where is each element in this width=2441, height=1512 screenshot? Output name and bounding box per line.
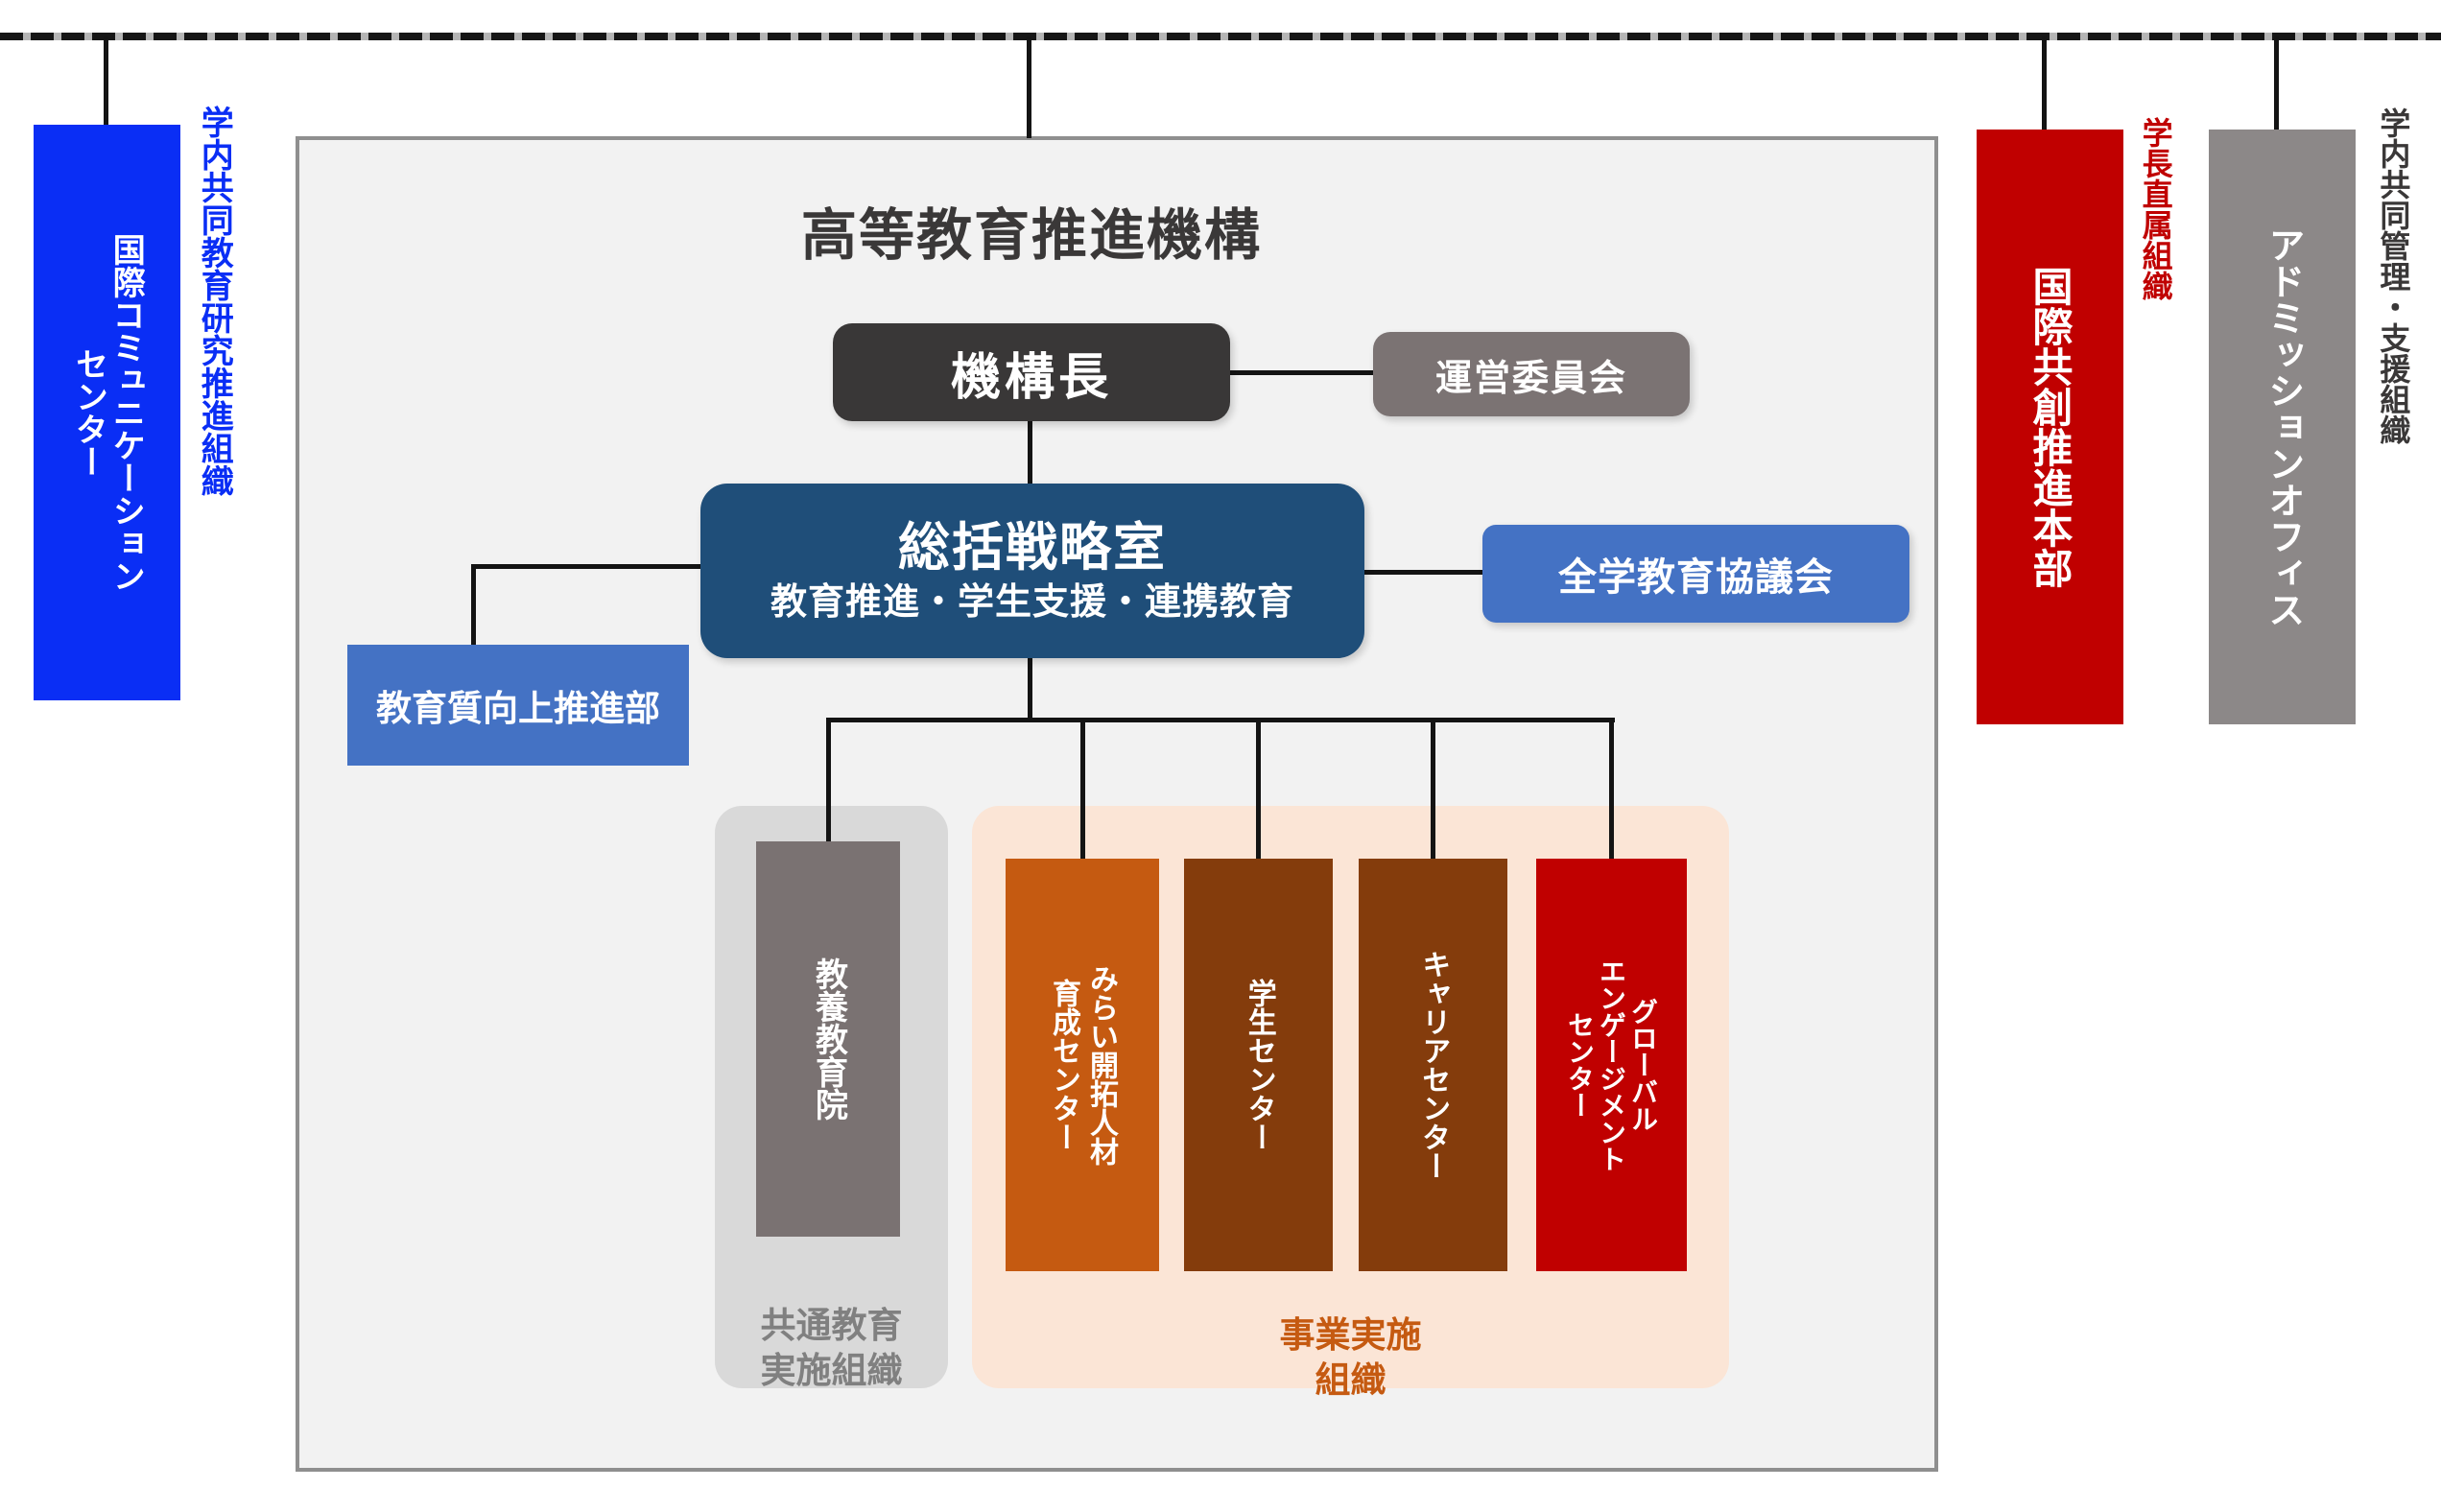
campus-joint-edu-research-org-label: 学内共同教育研究推進組織 [196,106,233,497]
connector-branch-horizontal [826,718,1615,722]
quality-promotion-label: 教育質向上推進部 [376,689,660,728]
strategy-office-subtitle: 教育推進・学生支援・連携教育 [770,582,1294,623]
student-center-text: 学生センター [1243,979,1275,1151]
intl-co-creation-hq-box: 国際共創推進本部 [1977,130,2123,724]
org-title: 高等教育推進機構 [800,204,1262,267]
steering-committee-box: 運営委員会 [1373,332,1690,416]
education-council-box: 全学教育協議会 [1482,525,1909,623]
intl-co-creation-hq-text: 国際共創推進本部 [2027,266,2074,588]
mirai-development-center-text: みらい開拓人材 育成センター [1048,964,1117,1166]
connector-drop-career [1431,718,1435,869]
admission-office-text: アドミッションオフィス [2262,226,2303,627]
mirai-development-center-box: みらい開拓人材 育成センター [1006,859,1159,1271]
connector-drop-global [1609,718,1614,869]
liberal-arts-college-text: 教養教育院 [810,957,847,1121]
connector-strategy-branch-stem [1028,656,1032,721]
business-execution-label: 事業実施 組織 [1279,1315,1422,1401]
connector-top-to-main-panel [1027,36,1031,138]
admission-office-box: アドミッションオフィス [2209,130,2356,724]
top-boundary-line [0,33,2441,40]
connector-top-to-co-creation [2042,36,2047,132]
connector-drop-liberal-arts [826,718,831,852]
connector-drop-student [1256,718,1261,869]
intl-communication-center-text: 国際コミュニケーション センター [70,233,145,592]
education-council-label: 全学教育協議会 [1558,556,1834,599]
liberal-arts-college-box: 教養教育院 [756,841,900,1237]
intl-communication-center-box: 国際コミュニケーション センター [34,125,180,700]
quality-promotion-box: 教育質向上推進部 [347,645,689,766]
strategy-office-box: 総括戦略室 教育推進・学生支援・連携教育 [700,484,1364,658]
connector-strategy-quality-h [471,564,701,569]
director-box: 機構長 [833,323,1230,421]
career-center-box: キャリアセンター [1359,859,1507,1271]
connector-drop-mirai [1080,718,1085,869]
connector-director-strategy [1028,419,1032,484]
campus-joint-mgmt-support-org-label: 学内共同管理・支援組織 [2376,107,2411,445]
president-direct-org-label: 学長直属組織 [2138,117,2173,301]
connector-strategy-council [1363,570,1482,575]
director-label: 機構長 [950,349,1112,406]
student-center-box: 学生センター [1184,859,1333,1271]
global-engagement-center-box: グローバル エンゲージメント センター [1536,859,1687,1271]
strategy-office-title: 総括戦略室 [898,518,1167,577]
career-center-text: キャリアセンター [1417,950,1450,1180]
connector-top-to-admission [2274,36,2279,132]
connector-director-steering [1230,370,1373,375]
global-engagement-center-text: グローバル エンゲージメント センター [1564,957,1659,1172]
connector-strategy-quality-v [471,564,476,647]
common-education-label: 共通教育 実施組織 [760,1306,903,1391]
steering-committee-label: 運営委員会 [1434,358,1627,399]
connector-top-to-intl-comm [104,36,108,129]
